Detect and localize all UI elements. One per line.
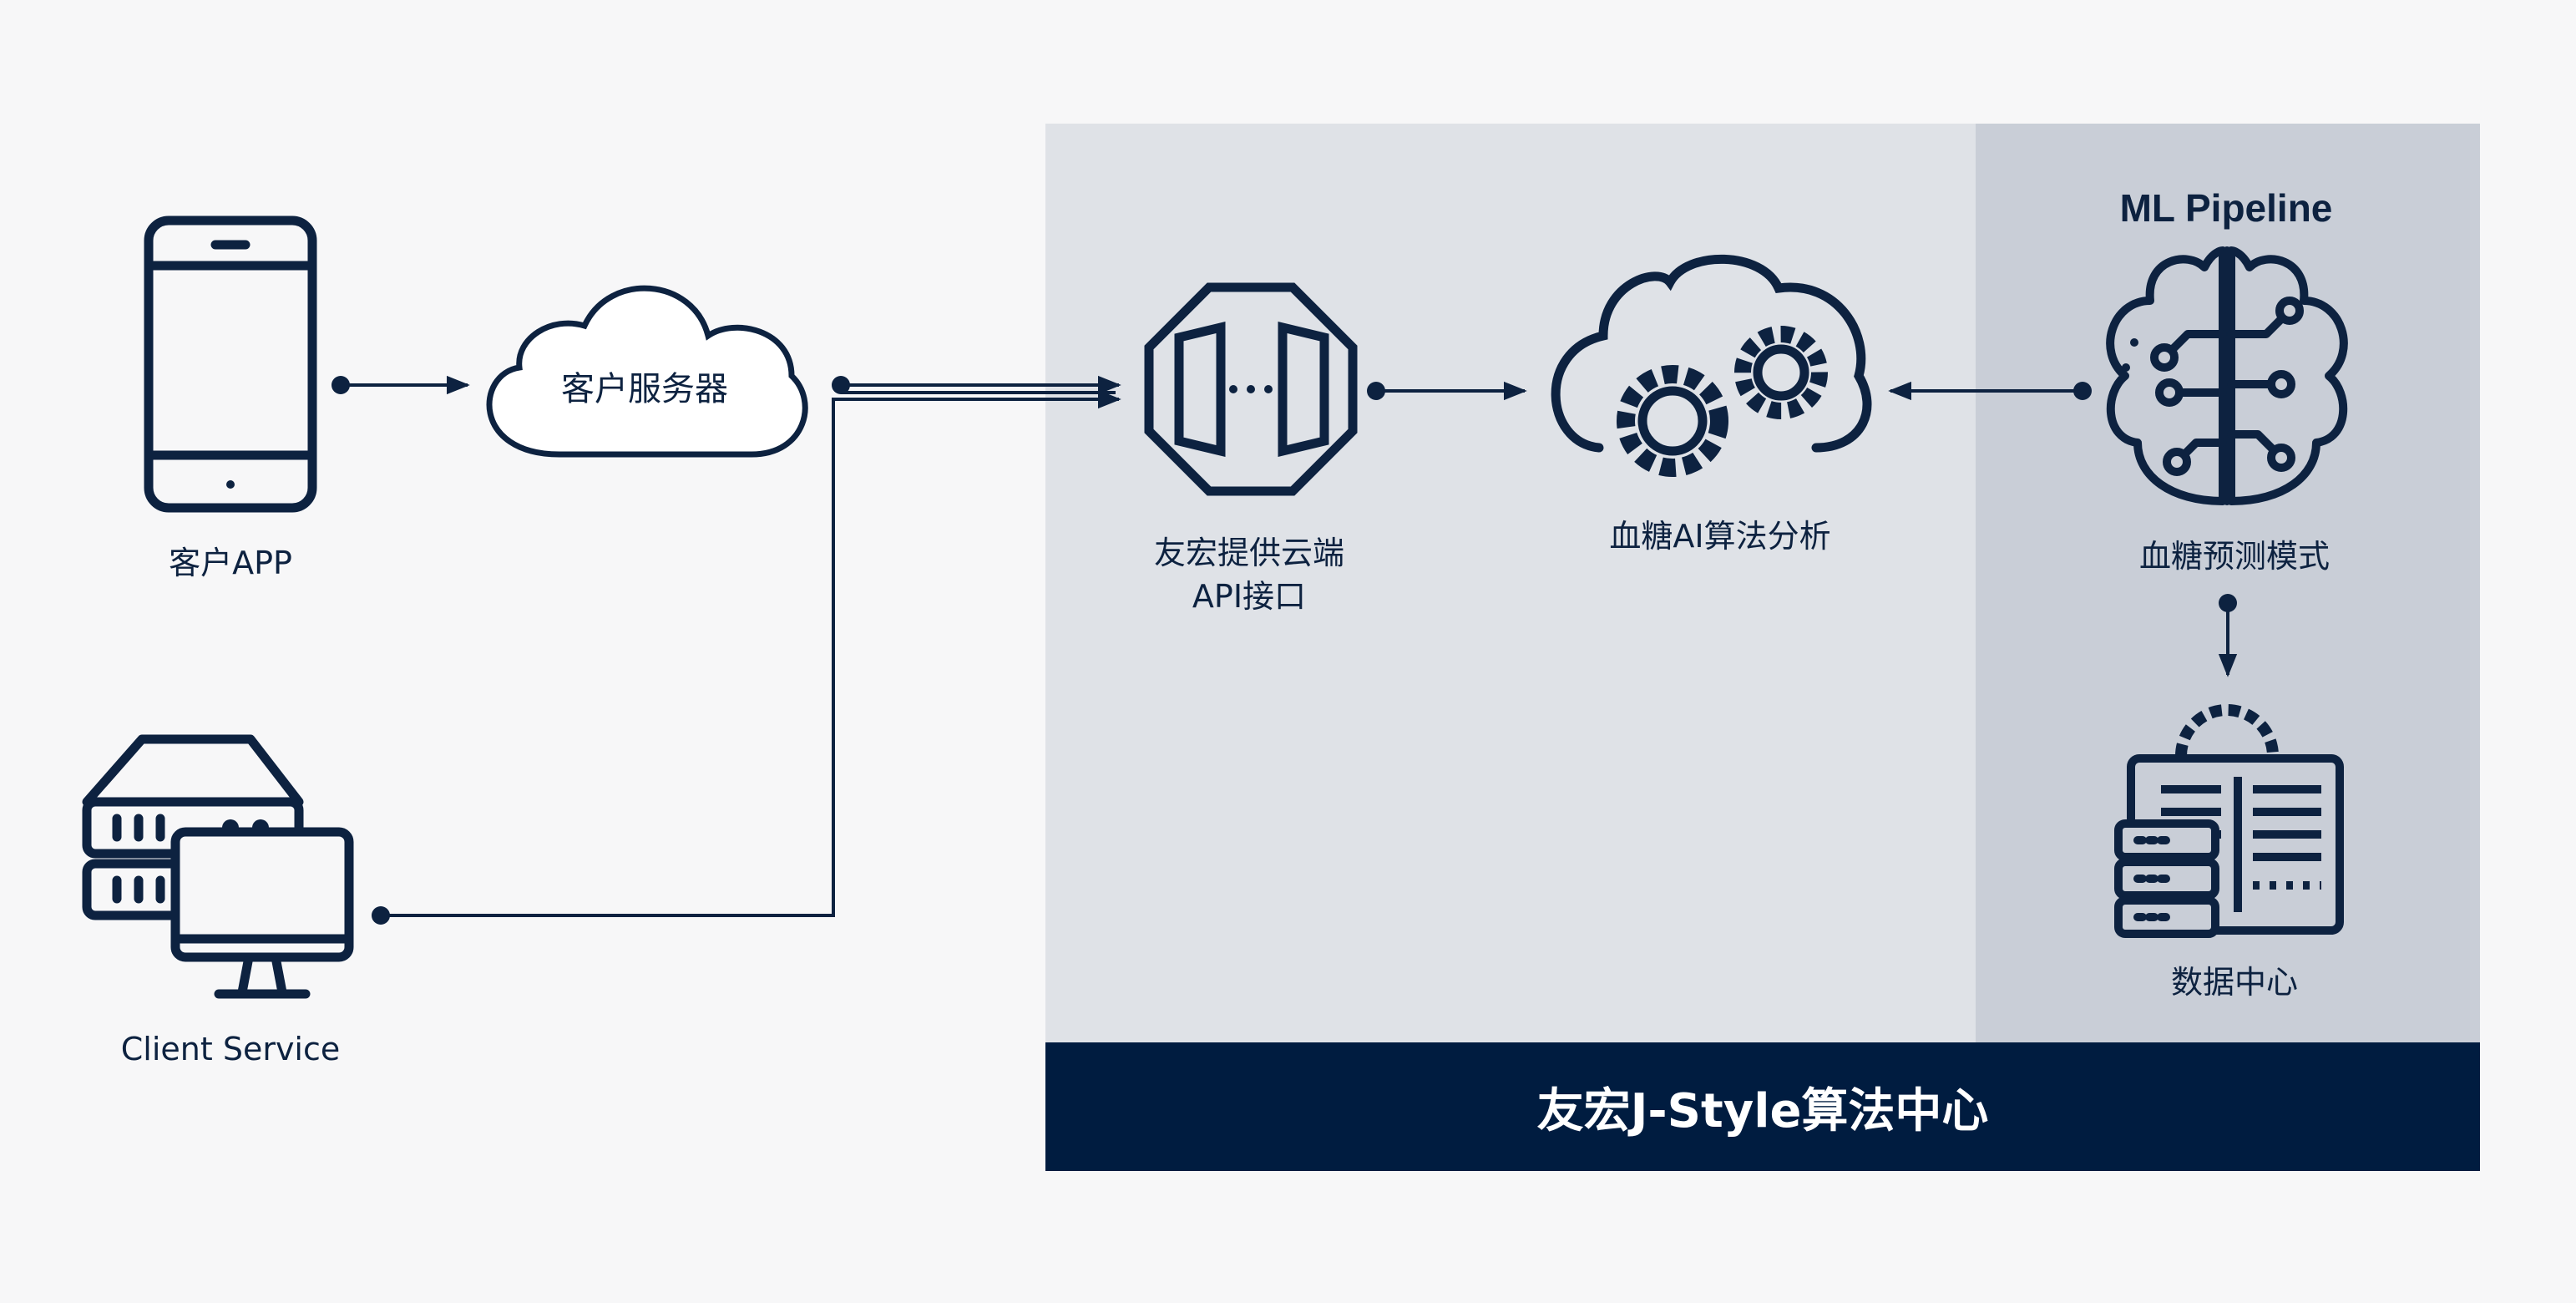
algorithm-center-title: 友宏J-Style算法中心 [1536,1083,1989,1138]
connectors [331,375,2238,925]
ml-pipeline-title: ML Pipeline [2119,186,2333,230]
algorithm-center-bar: 友宏J-Style算法中心 [1045,1042,2480,1171]
brain-circuit-icon [2106,246,2348,505]
app-label: 客户APP [169,545,292,581]
client-service-label: Client Service [120,1031,341,1067]
predict-model-label: 血糖预测模式 [2138,538,2331,575]
algorithm-center-panel [1045,124,1976,1042]
phone-icon [144,215,317,513]
server-monitor-icon [82,734,354,999]
cloud-server-icon [486,285,808,458]
api-gateway-icon [1144,282,1358,496]
api-label-line1: 友宏提供云端 [1153,535,1345,571]
datacenter-icon [2114,704,2344,938]
ai-analysis-label: 血糖AI算法分析 [1609,518,1831,555]
cloud-gears-icon [1551,254,1872,477]
datacenter-label: 数据中心 [2170,964,2299,1001]
api-label: 友宏提供云端 API接口 [1154,531,1344,618]
server-label: 客户服务器 [561,370,728,408]
api-label-line2: API接口 [1192,578,1307,615]
